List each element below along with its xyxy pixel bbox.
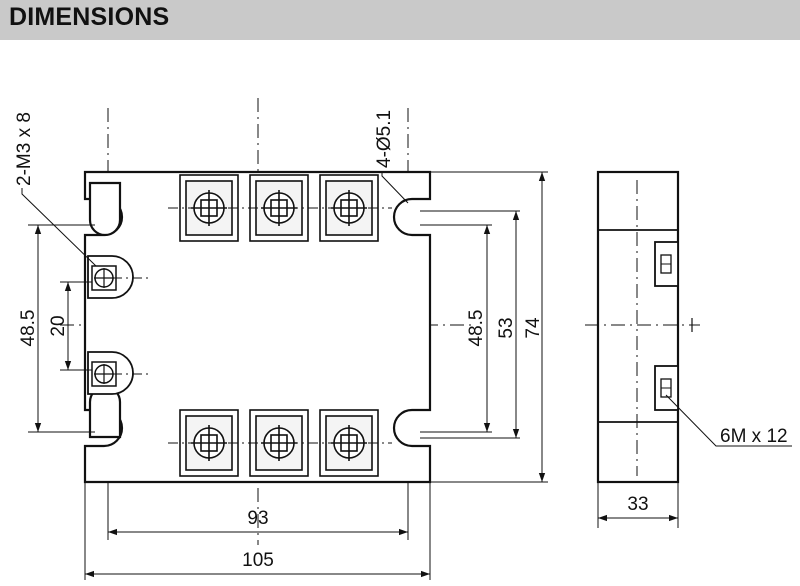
dim-hole-spacing-right: 48.5: [466, 310, 487, 347]
section-title: DIMENSIONS: [9, 3, 170, 31]
dim-inner-height: 53: [496, 317, 517, 338]
mount-label: 6M x 12: [720, 426, 788, 447]
dimension-lines: [21, 171, 548, 580]
section-header: DIMENSIONS: [0, 0, 800, 40]
dim-overall-height: 74: [523, 317, 544, 339]
screw-label: 2-M3 x 8: [14, 112, 35, 186]
side-view: [585, 170, 792, 528]
dim-screw-spacing: 20: [48, 315, 69, 336]
dim-overall-width: 105: [242, 550, 274, 571]
control-terminal-bottom: [87, 351, 134, 395]
dim-hole-spacing-left: 48.5: [18, 310, 39, 347]
control-terminal-top: [87, 255, 134, 299]
dim-depth: 33: [627, 494, 648, 515]
hole-label: 4-Ø5.1: [374, 110, 395, 168]
dim-hole-pitch-width: 93: [247, 508, 268, 529]
terminal-centerlines: [112, 207, 392, 444]
